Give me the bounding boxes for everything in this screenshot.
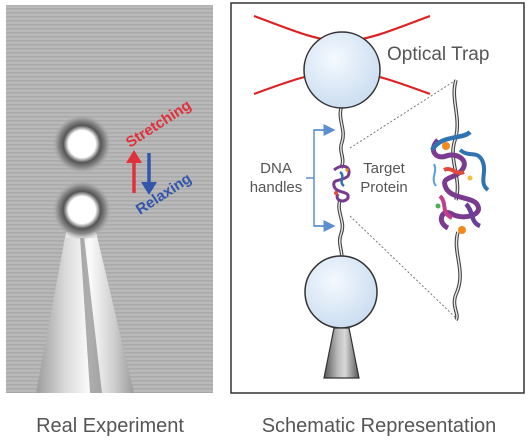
schematic-caption: Schematic Representation	[262, 415, 497, 437]
dna-handles-label-line1: DNA	[260, 160, 292, 177]
stretching-arrow-icon	[126, 150, 142, 193]
zoom-lines	[349, 79, 457, 319]
dna-handles-label-line2: handles	[250, 179, 303, 196]
dna-handles-bracket	[306, 124, 336, 232]
target-protein-zoomed-icon	[430, 130, 490, 234]
dna-tether	[337, 107, 345, 263]
real-experiment-caption: Real Experiment	[36, 415, 184, 437]
optical-trap-bead-icon	[303, 31, 381, 109]
schematic-panel: Optical Trap DNA handles Target Protein	[230, 2, 525, 394]
target-protein-label-line2: Protein	[360, 179, 408, 196]
relaxing-arrow-icon	[141, 153, 157, 195]
micropipette-icon	[323, 327, 360, 379]
target-protein-small-icon	[332, 164, 351, 203]
target-protein-label-line1: Target	[363, 160, 406, 177]
optical-trap-label: Optical Trap	[387, 44, 489, 65]
zoomed-dna-strand	[451, 79, 462, 321]
pipette-bead-icon	[304, 255, 378, 329]
experiment-panel: Stretching Relaxing	[6, 5, 213, 393]
